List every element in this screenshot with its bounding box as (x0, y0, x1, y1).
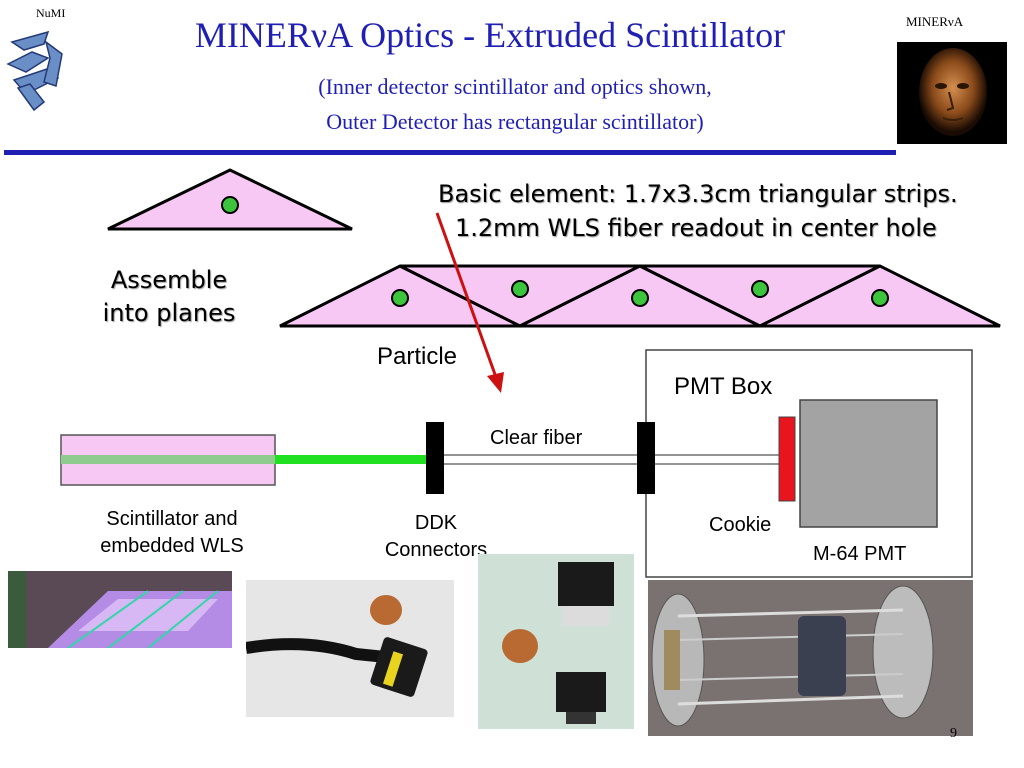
numi-label: NuMI (36, 6, 66, 20)
cookie-label: Cookie (709, 514, 772, 536)
ddk-connector (426, 422, 444, 494)
plane-fiber-hole (751, 280, 769, 298)
scintillator-label-1: Scintillator and (106, 508, 238, 530)
scintillator-photo (8, 571, 232, 648)
minerva-portrait-image (897, 42, 1007, 144)
scintillator-label-2: embedded WLS (100, 535, 244, 557)
particle-arrow (435, 212, 499, 381)
m64-pmt-label: M-64 PMT (813, 543, 907, 565)
particle-arrow-head (487, 372, 504, 393)
pmt-assembly-photo (648, 580, 973, 736)
assemble-line-1: Assemble (110, 266, 228, 294)
numi-logo-icon (6, 30, 63, 112)
page-title: MINERνA Optics - Extruded Scintillator (194, 15, 786, 55)
basic-element-line-1: Basic element: 1.7x3.3cm triangular stri… (438, 180, 958, 208)
connector-cable-photo (246, 580, 454, 717)
subtitle-line-1: (Inner detector scintillator and optics … (318, 74, 712, 99)
page-number: 9 (950, 726, 957, 741)
wls-fiber (275, 455, 426, 464)
minerva-label: MINERνA (906, 14, 964, 29)
m64-pmt (799, 399, 938, 528)
assemble-line-2: into planes (102, 299, 236, 327)
cookie (778, 416, 796, 502)
ddk-connector (637, 422, 655, 494)
pmt-box-label: PMT Box (674, 373, 773, 400)
single-strip-fiber-hole (221, 196, 239, 214)
particle-label: Particle (377, 343, 458, 370)
plane-fiber-hole (391, 289, 409, 307)
plane-fiber-hole (511, 280, 529, 298)
clear-fiber-label: Clear fiber (490, 427, 583, 449)
plane-fiber-hole (871, 289, 889, 307)
ddk-connector-photo (478, 554, 634, 729)
ddk-label-2: Connectors (384, 539, 488, 561)
header-rule (4, 150, 896, 155)
plane-fiber-hole (631, 289, 649, 307)
embedded-wls-fiber (61, 455, 275, 464)
subtitle-line-2: Outer Detector has rectangular scintilla… (326, 109, 704, 134)
basic-element-line-2: 1.2mm WLS fiber readout in center hole (455, 214, 937, 242)
ddk-label-1: DDK (414, 512, 458, 534)
